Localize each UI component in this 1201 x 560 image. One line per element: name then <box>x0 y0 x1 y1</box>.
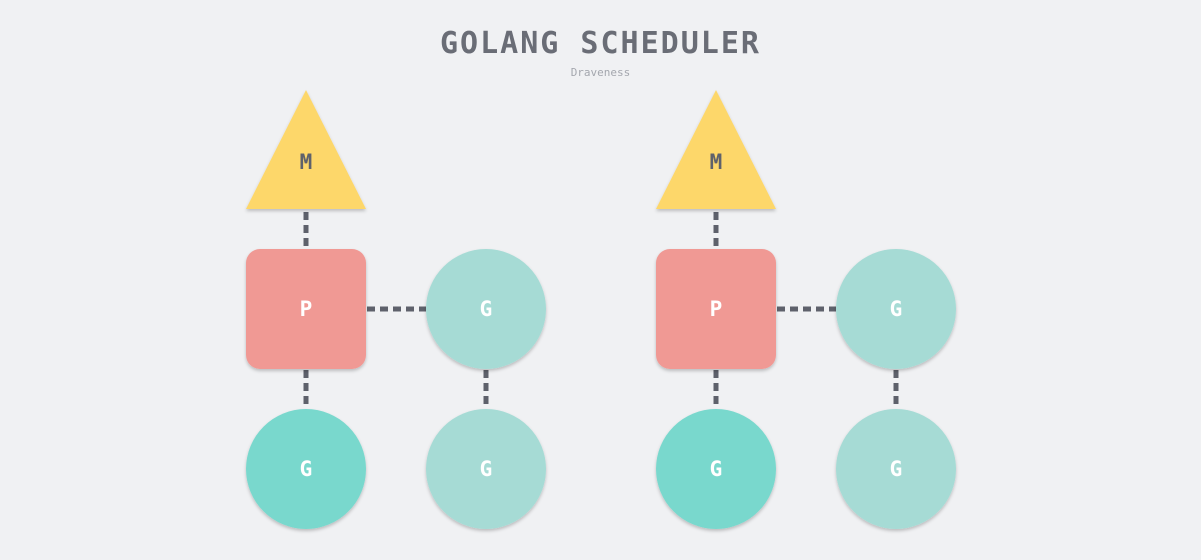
diagram-author: Draveness <box>570 66 631 79</box>
goroutine-label: G <box>710 457 723 481</box>
processor-label: P <box>710 297 723 321</box>
machine-label: M <box>710 150 723 174</box>
goroutine-circle <box>836 249 956 369</box>
queued-goroutine-node: G <box>426 249 546 369</box>
machine-triangle <box>656 90 776 209</box>
goroutine-circle <box>246 409 366 529</box>
machine-node: M <box>656 90 776 209</box>
queued-goroutine-node: G <box>836 249 956 369</box>
goroutine-label: G <box>300 457 313 481</box>
queued-goroutine-node: G <box>836 409 956 529</box>
diagram-title: GOLANG SCHEDULER <box>440 26 761 61</box>
processor-node: P <box>246 249 366 369</box>
goroutine-label: G <box>890 457 903 481</box>
machine-node: M <box>246 90 366 209</box>
running-goroutine-node: G <box>656 409 776 529</box>
processor-label: P <box>300 297 313 321</box>
scheduler-group-1: M P G G G <box>246 90 546 529</box>
goroutine-circle <box>426 249 546 369</box>
machine-label: M <box>300 150 313 174</box>
running-goroutine-node: G <box>246 409 366 529</box>
goroutine-circle <box>656 409 776 529</box>
goroutine-circle <box>426 409 546 529</box>
processor-square <box>656 249 776 369</box>
queued-goroutine-node: G <box>426 409 546 529</box>
processor-node: P <box>656 249 776 369</box>
machine-triangle <box>246 90 366 209</box>
goroutine-label: G <box>890 297 903 321</box>
goroutine-circle <box>836 409 956 529</box>
goroutine-label: G <box>480 457 493 481</box>
scheduler-group-2: M P G G G <box>656 90 956 529</box>
goroutine-label: G <box>480 297 493 321</box>
processor-square <box>246 249 366 369</box>
